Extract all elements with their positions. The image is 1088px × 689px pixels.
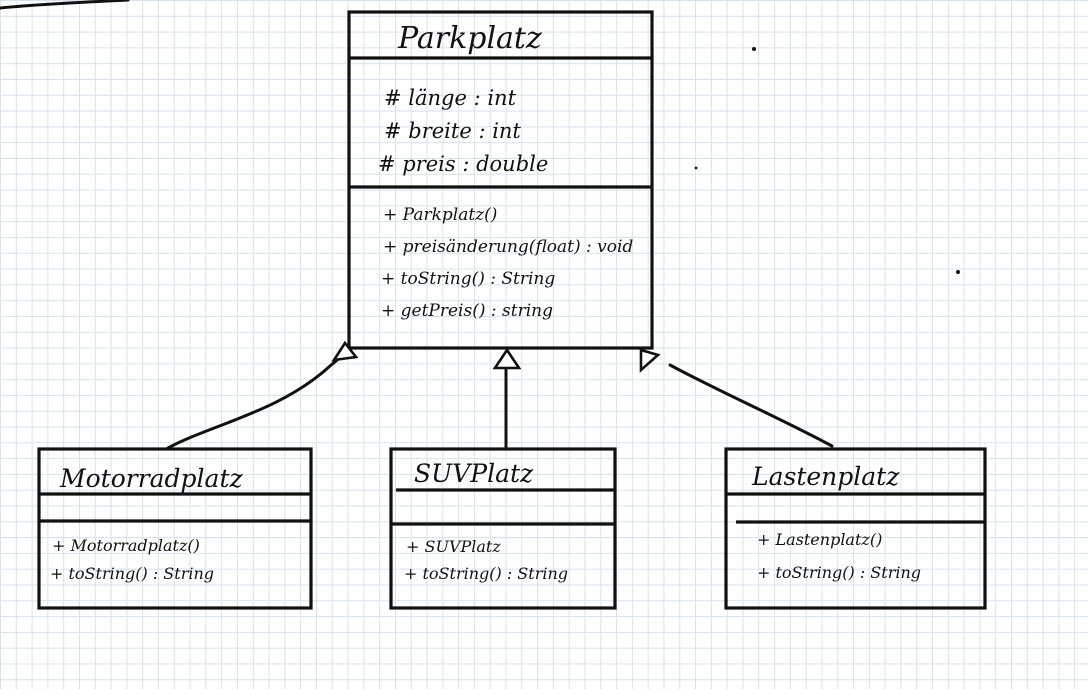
parent-class-border <box>347 10 654 350</box>
stray-dot <box>694 166 698 170</box>
child-class-border <box>37 447 313 610</box>
child-class-name: Motorradplatz <box>59 464 244 493</box>
child-class-name: SUVPlatz <box>414 459 534 488</box>
child-class-name: Lastenplatz <box>751 462 900 491</box>
stray-dot <box>752 47 756 51</box>
inheritance-arrow-right <box>639 348 661 373</box>
parent-attribute: # preis : double <box>378 152 548 176</box>
inheritance-arrow-left <box>331 340 359 362</box>
parent-method: + getPreis() : string <box>381 301 553 321</box>
inheritance-line-right <box>668 363 834 448</box>
child-class-border <box>389 447 617 610</box>
parent-attribute: # länge : int <box>384 86 517 110</box>
parent-method: + preisänderung(float) : void <box>383 237 633 257</box>
child-class-border <box>724 447 987 610</box>
child-class-box-suv: SUVPlatz + SUVPlatz + toString() : Strin… <box>389 447 617 610</box>
inheritance-line-left <box>166 354 344 450</box>
stray-dot <box>956 270 960 274</box>
parent-attribute: # breite : int <box>384 119 521 143</box>
child-class-box-lasten: Lastenplatz + Lastenplatz() + toString()… <box>724 447 987 610</box>
child-method: + Motorradplatz() <box>52 536 200 555</box>
child-method: + toString() : String <box>757 563 921 582</box>
child-method: + toString() : String <box>50 564 214 583</box>
child-method: + SUVPlatz <box>406 537 501 556</box>
parent-method: + toString() : String <box>381 269 555 289</box>
inheritance-arrow-middle <box>492 347 522 370</box>
parent-class-box: Parkplatz # länge : int # breite : int #… <box>347 10 654 350</box>
parent-method: + Parkplatz() <box>383 205 497 225</box>
stray-stroke <box>0 0 130 10</box>
child-class-box-motorrad: Motorradplatz + Motorradplatz() + toStri… <box>37 447 313 610</box>
child-method: + toString() : String <box>404 564 568 583</box>
child-method: + Lastenplatz() <box>757 530 882 549</box>
parent-class-name: Parkplatz <box>397 21 542 56</box>
